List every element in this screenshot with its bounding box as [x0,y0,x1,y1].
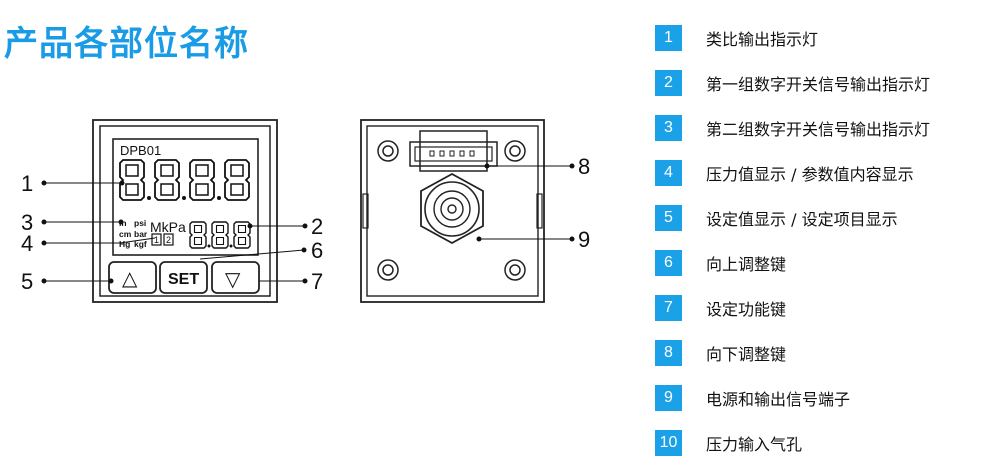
down-button[interactable] [211,261,260,294]
set-button[interactable] [159,261,208,294]
legend-label: 第一组数字开关信号输出指示灯 [706,75,931,94]
legend-label: 类比输出指示灯 [706,30,819,49]
callout-8: 8 [578,154,590,179]
legend-label: 压力输入气孔 [706,435,803,454]
model-label: DPB01 [120,143,161,158]
main-display [119,159,250,201]
up-button[interactable] [108,261,157,294]
unit-hg: Hg [119,239,130,249]
unit-kgf: kgf [134,239,147,249]
callout-3: 3 [21,210,33,235]
legend-label: 向下调整键 [706,345,787,364]
front-housing-inner [99,125,271,297]
page-title: 产品各部位名称 [4,24,249,64]
legend-badge: 7 [655,295,682,321]
legend-label: 设定功能键 [706,300,787,319]
terminal-connector [409,130,498,172]
legend-item-6: 6 向上调整键 [655,249,786,277]
callout-9: 9 [578,227,590,252]
legend-badge: 4 [655,160,682,186]
legend-badge: 3 [655,115,682,141]
callout-4: 4 [21,231,33,256]
back-leaders [476,163,575,242]
callout-2: 2 [311,214,323,239]
sub-display [189,221,251,249]
front-panel: DPB01 In cm Hg psi bar kgf MkPa 1 2 [92,119,278,303]
callout-5: 5 [21,269,33,294]
legend-item-1: 1 类比输出指示灯 [655,24,818,52]
pressure-port [420,172,484,245]
back-housing-inner [366,125,539,297]
legend-label: 压力值显示 / 参数值内容显示 [706,165,914,184]
legend-item-8: 8 向下调整键 [655,339,786,367]
output-1-indicator [151,233,162,246]
legend-label: 第二组数字开关信号输出指示灯 [706,120,931,139]
legend-item-9: 9 电源和输出信号端子 [655,384,850,412]
output-2-label: 2 [166,235,171,245]
back-panel [360,119,545,303]
callout-6: 6 [311,238,323,263]
legend-item-10: 10 压力输入气孔 [655,429,802,457]
legend-item-7: 7 设定功能键 [655,294,786,322]
callout-1: 1 [21,171,33,196]
unit-mkpa: MkPa [150,219,186,235]
legend-label: 设定值显示 / 设定项目显示 [706,210,898,229]
legend-badge: 10 [655,430,682,456]
legend-badge: 5 [655,205,682,231]
back-housing-outer [360,119,545,303]
front-housing-outer [92,119,278,303]
unit-psi: psi [134,218,146,228]
output-1-label: 1 [154,235,159,245]
down-arrow-icon: ▽ [225,269,241,291]
front-leaders [41,180,308,284]
legend-badge: 1 [655,25,682,51]
legend-item-2: 2 第一组数字开关信号输出指示灯 [655,69,930,97]
front-callout-numbers: 1 2 3 4 5 6 7 [21,171,323,294]
unit-cm: cm [119,229,132,239]
legend-label: 向上调整键 [706,255,787,274]
legend-badge: 8 [655,340,682,366]
mounting-holes [377,140,526,281]
back-callout-numbers: 8 9 [578,154,590,252]
legend-badge: 6 [655,250,682,276]
legend-item-5: 5 设定值显示 / 设定项目显示 [655,204,898,232]
legend-label: 电源和输出信号端子 [706,390,851,409]
set-button-label: SET [168,271,199,288]
legend-item-4: 4 压力值显示 / 参数值内容显示 [655,159,914,187]
lcd-window [112,138,259,256]
output-2-indicator [163,233,174,246]
up-arrow-icon: △ [122,268,138,290]
legend-badge: 2 [655,70,682,96]
callout-7: 7 [311,269,323,294]
unit-bar: bar [134,229,148,239]
legend-badge: 9 [655,385,682,411]
legend-item-3: 3 第二组数字开关信号输出指示灯 [655,114,930,142]
